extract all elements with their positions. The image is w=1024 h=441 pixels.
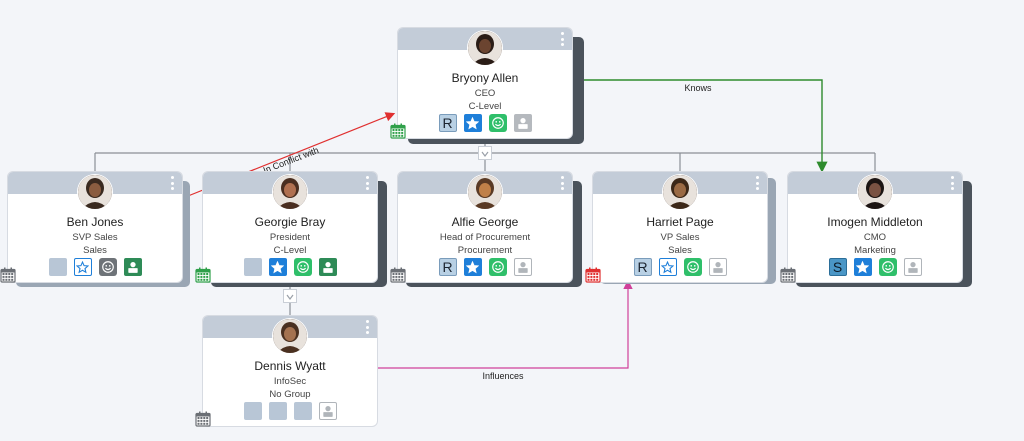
blank-badge-icon[interactable] — [243, 402, 262, 420]
job-title: InfoSec — [273, 376, 307, 387]
person-name: Harriet Page — [646, 215, 714, 229]
contact-card-icon[interactable] — [318, 402, 337, 420]
contact-card-icon[interactable] — [708, 258, 727, 276]
avatar[interactable] — [467, 30, 503, 66]
contact-card-icon[interactable] — [123, 258, 142, 276]
calendar-icon[interactable] — [0, 267, 16, 283]
job-title: CEO — [474, 88, 496, 99]
more-options-icon[interactable] — [558, 32, 566, 46]
influences-relationship-line[interactable] — [378, 279, 633, 369]
calendar-icon[interactable] — [585, 267, 601, 283]
blank-badge-icon[interactable] — [48, 258, 67, 276]
group-label: C-Level — [273, 245, 307, 256]
smiley-icon[interactable] — [488, 114, 507, 132]
avatar[interactable] — [272, 174, 308, 210]
group-label: Sales — [668, 245, 692, 256]
job-title: SVP Sales — [72, 232, 118, 243]
person-name: Bryony Allen — [451, 71, 519, 85]
star-outline-icon[interactable] — [658, 258, 677, 276]
star-icon[interactable] — [463, 258, 482, 276]
person-name: Dennis Wyatt — [254, 359, 326, 373]
calendar-icon[interactable] — [195, 267, 211, 283]
group-label: C-Level — [468, 101, 502, 112]
status-icons — [203, 402, 377, 420]
r-letter: R — [442, 115, 453, 131]
smiley-icon[interactable] — [293, 258, 312, 276]
chevron-down-icon — [286, 294, 294, 300]
blank-badge-icon[interactable] — [268, 402, 287, 420]
calendar-icon[interactable] — [780, 267, 796, 283]
s-badge-icon[interactable]: S — [828, 258, 847, 276]
job-title: VP Sales — [660, 232, 700, 243]
expand-toggle-bryony[interactable] — [478, 146, 492, 160]
contact-card-icon[interactable] — [903, 258, 922, 276]
smiley-icon[interactable] — [488, 258, 507, 276]
more-options-icon[interactable] — [168, 176, 176, 190]
avatar[interactable] — [272, 318, 308, 354]
group-label: Sales — [83, 245, 107, 256]
chevron-down-icon — [481, 151, 489, 157]
status-icons: S — [788, 258, 962, 276]
contact-card-icon[interactable] — [318, 258, 337, 276]
knows-relationship-line[interactable] — [574, 79, 828, 173]
smiley-icon[interactable] — [98, 258, 117, 276]
avatar[interactable] — [857, 174, 893, 210]
star-icon[interactable] — [463, 114, 482, 132]
star-icon[interactable] — [268, 258, 287, 276]
avatar[interactable] — [662, 174, 698, 210]
r-badge-icon[interactable]: R — [633, 258, 652, 276]
r-badge-icon[interactable]: R — [438, 114, 457, 132]
person-name: Alfie George — [451, 215, 519, 229]
star-outline-icon[interactable] — [73, 258, 92, 276]
s-letter: S — [832, 259, 843, 275]
smiley-icon[interactable] — [878, 258, 897, 276]
contact-card-icon[interactable] — [513, 258, 532, 276]
group-label: No Group — [269, 389, 311, 400]
expand-toggle-georgie[interactable] — [283, 289, 297, 303]
status-icons — [8, 258, 182, 276]
blank-badge-icon[interactable] — [293, 402, 312, 420]
blank-badge-icon[interactable] — [243, 258, 262, 276]
job-title: Head of Procurement — [439, 232, 531, 243]
more-options-icon[interactable] — [948, 176, 956, 190]
status-icons: R — [398, 258, 572, 276]
smiley-icon[interactable] — [683, 258, 702, 276]
group-label: Marketing — [854, 245, 896, 256]
person-name: Imogen Middleton — [827, 215, 923, 229]
more-options-icon[interactable] — [558, 176, 566, 190]
more-options-icon[interactable] — [363, 320, 371, 334]
more-options-icon[interactable] — [363, 176, 371, 190]
job-title: CMO — [863, 232, 887, 243]
calendar-icon[interactable] — [195, 411, 211, 427]
r-letter: R — [637, 259, 648, 275]
more-options-icon[interactable] — [753, 176, 761, 190]
person-name: Georgie Bray — [254, 215, 326, 229]
status-icons: R — [593, 258, 767, 276]
r-badge-icon[interactable]: R — [438, 258, 457, 276]
star-icon[interactable] — [853, 258, 872, 276]
avatar[interactable] — [77, 174, 113, 210]
person-name: Ben Jones — [66, 215, 124, 229]
r-letter: R — [442, 259, 453, 275]
calendar-icon[interactable] — [390, 267, 406, 283]
calendar-icon[interactable] — [390, 123, 406, 139]
status-icons — [203, 258, 377, 276]
influences-label: Influences — [482, 371, 524, 381]
contact-card-icon[interactable] — [513, 114, 532, 132]
knows-label: Knows — [684, 83, 712, 93]
status-icons: R — [398, 114, 572, 132]
group-label: Procurement — [457, 245, 513, 256]
job-title: President — [269, 232, 311, 243]
avatar[interactable] — [467, 174, 503, 210]
